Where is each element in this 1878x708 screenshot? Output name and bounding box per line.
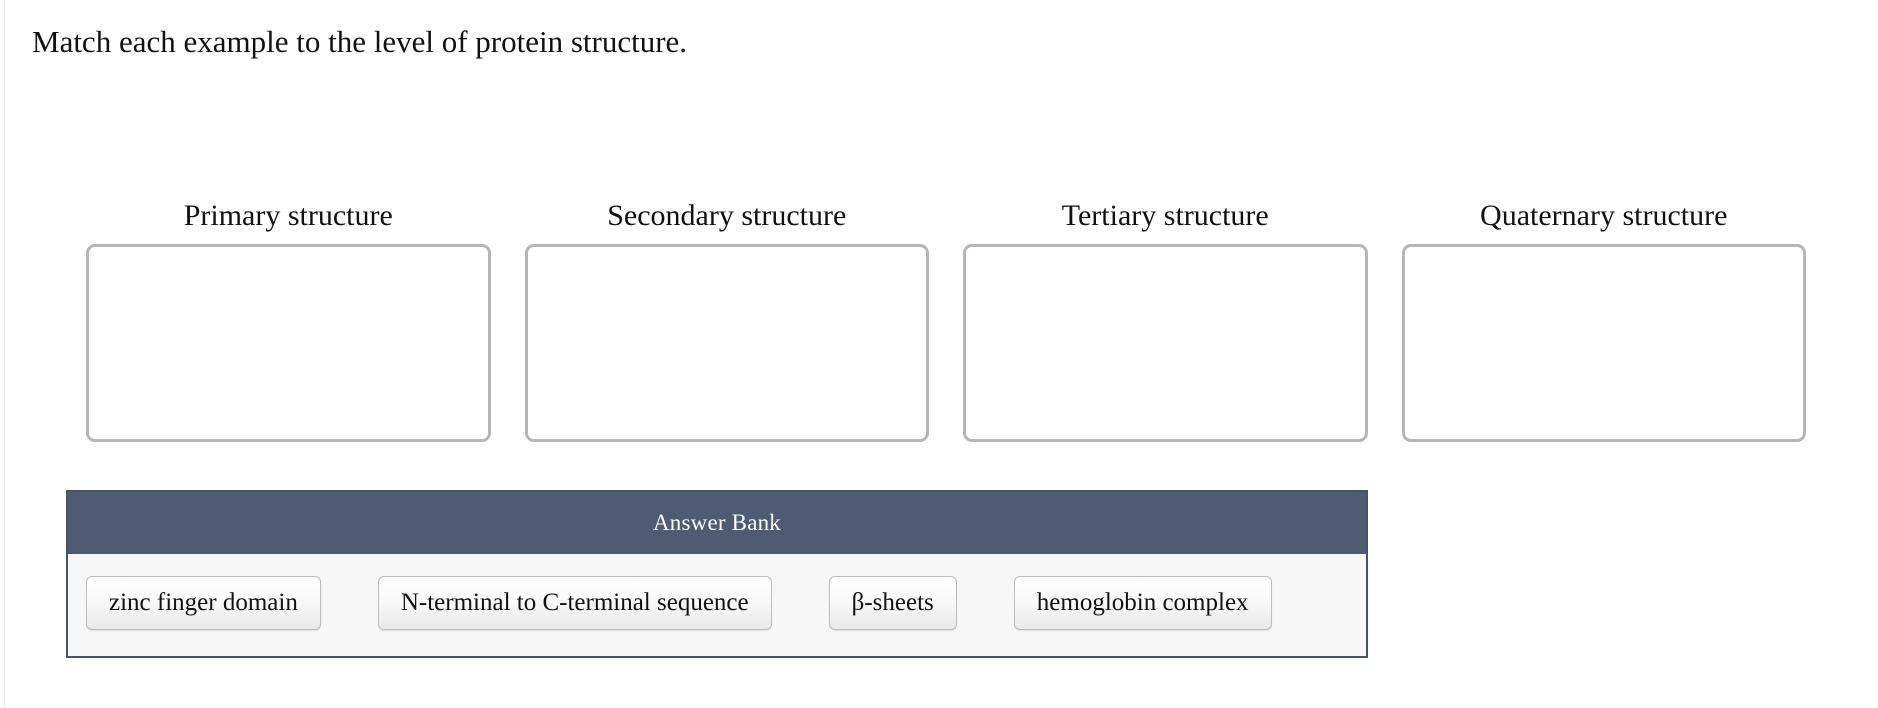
drop-target-row: Primary structure Secondary structure Te… (86, 198, 1806, 442)
left-edge-rule (4, 0, 5, 708)
answer-bank-header: Answer Bank (68, 492, 1366, 554)
dropzone-primary-structure[interactable] (86, 244, 491, 442)
target-column-primary: Primary structure (86, 198, 491, 442)
target-column-secondary: Secondary structure (524, 198, 929, 442)
question-prompt: Match each example to the level of prote… (32, 24, 688, 59)
answer-token-hemoglobin-complex[interactable]: hemoglobin complex (1013, 576, 1272, 630)
dropzone-secondary-structure[interactable] (524, 244, 929, 442)
answer-token-beta-sheets[interactable]: β-sheets (828, 576, 957, 630)
dropzone-quaternary-structure[interactable] (1401, 244, 1806, 442)
target-label-secondary: Secondary structure (607, 199, 847, 232)
answer-token-n-terminal-to-c-terminal-sequence[interactable]: N-terminal to C-terminal sequence (377, 576, 772, 630)
answer-token-zinc-finger-domain[interactable]: zinc finger domain (86, 576, 321, 630)
answer-bank-body: zinc finger domain N-terminal to C-termi… (68, 554, 1366, 656)
target-column-tertiary: Tertiary structure (963, 198, 1368, 442)
answer-bank: Answer Bank zinc finger domain N-termina… (66, 490, 1368, 658)
target-column-quaternary: Quaternary structure (1401, 198, 1806, 442)
target-label-tertiary: Tertiary structure (1061, 199, 1269, 232)
dropzone-tertiary-structure[interactable] (963, 244, 1368, 442)
answer-bank-title: Answer Bank (652, 510, 782, 535)
target-label-primary: Primary structure (183, 199, 393, 232)
target-label-quaternary: Quaternary structure (1480, 199, 1728, 232)
